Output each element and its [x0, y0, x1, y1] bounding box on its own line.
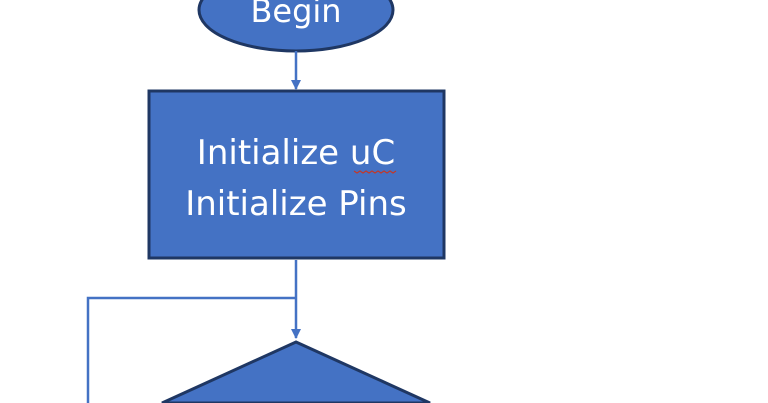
start-terminator-label: Begin — [250, 0, 341, 30]
init-line-2: Initialize Pins — [185, 184, 407, 224]
decision-diamond — [161, 340, 431, 403]
loop-back-connector — [86, 296, 296, 403]
init-process-box — [147, 89, 446, 260]
spellcheck-underline — [353, 170, 397, 174]
init-line-1: Initialize uC — [197, 133, 395, 173]
